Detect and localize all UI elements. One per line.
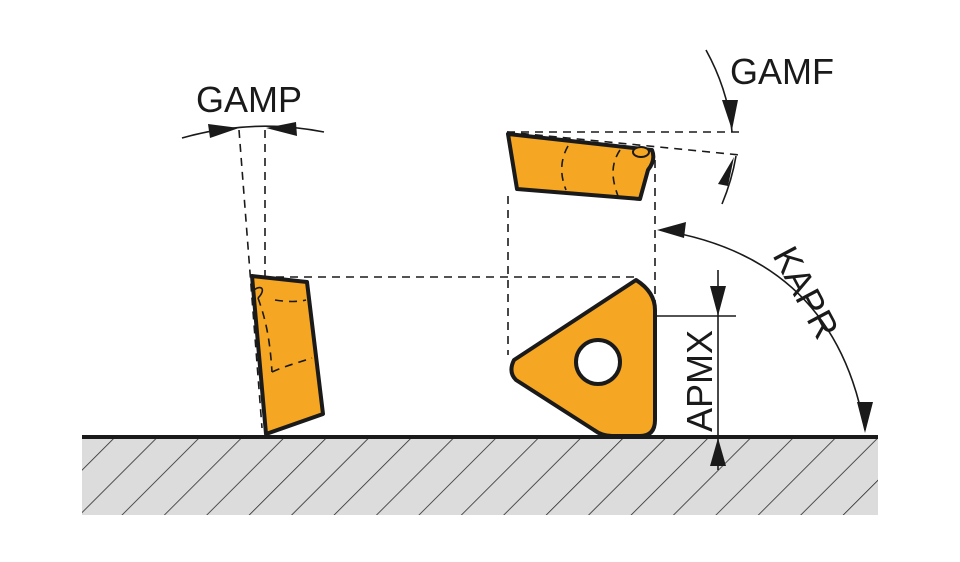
gamp-label: GAMP [196,79,302,120]
apmx-label: APMX [679,330,720,432]
gamp-dimension: GAMP [181,79,325,139]
apmx-dimension: APMX [655,270,736,470]
gamf-label: GAMF [730,51,834,92]
side-view-insert [250,274,325,436]
kapr-label: KAPR [765,240,847,346]
gamf-dimension: GAMF [705,49,834,205]
front-view-insert [509,278,657,438]
workpiece-ground [82,435,878,515]
insert-center-hole [574,338,622,386]
top-view-insert [506,132,656,201]
construction-lines [238,129,741,429]
